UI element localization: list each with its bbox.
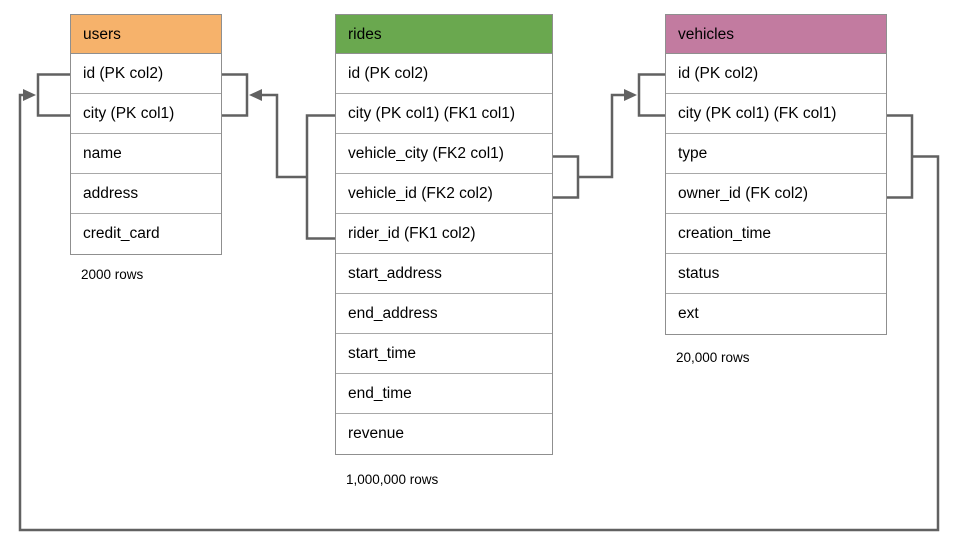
table-vehicles-column-type: type (666, 134, 886, 174)
table-rides-column-end-time: end_time (336, 374, 552, 414)
users-pk-bracket-right (222, 73, 249, 117)
table-users-column-name: name (71, 134, 221, 174)
table-rides-column-vehicle-id: vehicle_id (FK2 col2) (336, 174, 552, 214)
fk2-connector-line (578, 93, 625, 179)
fk1-rides-to-users-connector (222, 73, 335, 240)
vehicles-pk-bracket-left (637, 73, 665, 117)
fk2-arrowhead-icon (624, 89, 637, 101)
table-vehicles-column-owner-id: owner_id (FK col2) (666, 174, 886, 214)
table-vehicles-column-id: id (PK col2) (666, 54, 886, 94)
table-rides-column-city: city (PK col1) (FK1 col1) (336, 94, 552, 134)
table-rides-column-id: id (PK col2) (336, 54, 552, 94)
table-users-header: users (71, 15, 221, 54)
table-vehicles-header: vehicles (666, 15, 886, 54)
table-rides: rides id (PK col2) city (PK col1) (FK1 c… (335, 14, 553, 455)
table-vehicles-column-creation-time: creation_time (666, 214, 886, 254)
table-vehicles-column-ext: ext (666, 294, 886, 334)
fk-arrowhead-icon (23, 89, 36, 101)
table-users: users id (PK col2) city (PK col1) name a… (70, 14, 222, 255)
table-vehicles-column-status: status (666, 254, 886, 294)
table-users-row-count: 2000 rows (81, 267, 144, 282)
table-rides-column-vehicle-city: vehicle_city (FK2 col1) (336, 134, 552, 174)
table-users-column-credit-card: credit_card (71, 214, 221, 254)
table-rides-column-start-address: start_address (336, 254, 552, 294)
rides-fk1-bracket-left (305, 114, 335, 240)
table-rides-column-revenue: revenue (336, 414, 552, 454)
fk1-connector-line (261, 93, 307, 179)
table-rides-row-count: 1,000,000 rows (346, 472, 439, 487)
table-rides-header: rides (336, 15, 552, 54)
table-rides-column-rider-id: rider_id (FK1 col2) (336, 214, 552, 254)
rides-fk2-bracket-right (553, 155, 580, 199)
table-users-column-id: id (PK col2) (71, 54, 221, 94)
table-vehicles-column-city: city (PK col1) (FK col1) (666, 94, 886, 134)
table-rides-column-start-time: start_time (336, 334, 552, 374)
table-rides-column-end-address: end_address (336, 294, 552, 334)
table-vehicles: vehicles id (PK col2) city (PK col1) (FK… (665, 14, 887, 335)
table-users-column-city: city (PK col1) (71, 94, 221, 134)
fk2-rides-to-vehicles-connector (553, 73, 665, 199)
table-vehicles-row-count: 20,000 rows (676, 350, 750, 365)
vehicles-fk-bracket-right (887, 114, 914, 199)
users-pk-bracket-left (36, 73, 70, 117)
fk1-arrowhead-icon (249, 89, 262, 101)
table-users-column-address: address (71, 174, 221, 214)
